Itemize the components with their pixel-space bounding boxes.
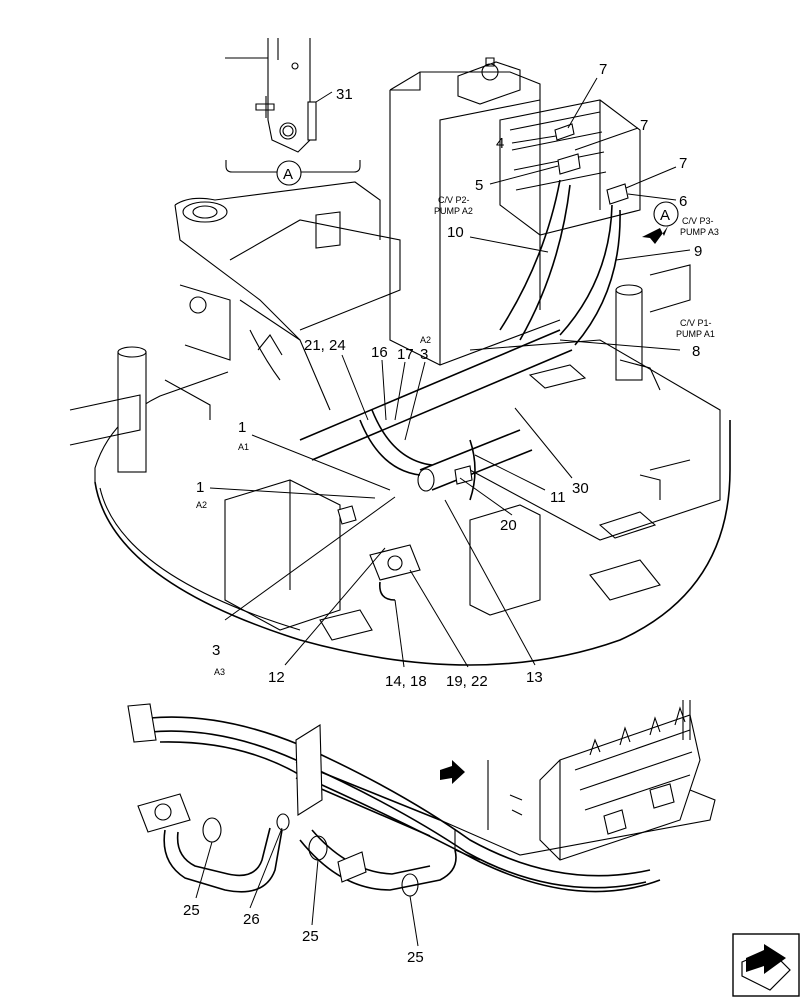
label-a3: A3	[214, 667, 225, 677]
callout-7-c: 7	[679, 155, 687, 172]
label-cvp1-line1: C/V P1-	[680, 318, 712, 328]
label-cvp1-line2: PUMP A1	[676, 329, 715, 339]
callout-1-b: 1	[196, 479, 204, 496]
callout-14-18: 14, 18	[385, 673, 427, 690]
callout-8: 8	[692, 343, 700, 360]
detail-view-a: 31 A	[225, 38, 361, 186]
port-labels: C/V P2- PUMP A2 C/V P3- PUMP A3 C/V P1- …	[196, 195, 719, 677]
callout-10: 10	[447, 224, 464, 241]
label-a2-left: A2	[196, 500, 207, 510]
label-a1: A1	[238, 442, 249, 452]
callout-21-24: 21, 24	[304, 337, 346, 354]
detail-callout-31: 31	[336, 86, 353, 103]
callout-19-22: 19, 22	[446, 673, 488, 690]
callout-1-a: 1	[238, 419, 246, 436]
next-page-arrow-icon[interactable]	[732, 933, 800, 997]
callout-16: 16	[371, 344, 388, 361]
callout-25-b: 25	[302, 928, 319, 945]
callout-labels: 7 7 7 4 5 6 10 9 8 21, 24 16 17 3 1 1 3 …	[183, 61, 702, 966]
upper-frame-assembly	[69, 57, 731, 666]
callout-20: 20	[500, 517, 517, 534]
callout-25-a: 25	[183, 902, 200, 919]
callout-6: 6	[679, 193, 687, 210]
callout-11: 11	[550, 489, 566, 506]
callout-7-a: 7	[599, 61, 607, 78]
callout-7-b: 7	[640, 117, 648, 134]
bottom-leader-lines	[195, 827, 419, 947]
callout-13: 13	[526, 669, 543, 686]
callout-3-b: 3	[212, 642, 220, 659]
label-a2-top: A2	[420, 335, 431, 345]
callout-17: 17	[397, 346, 414, 363]
callout-3-a: 3	[420, 346, 428, 363]
view-a-letter: A	[660, 207, 670, 224]
label-cvp3-line1: C/V P3-	[682, 216, 714, 226]
callout-12: 12	[268, 669, 285, 686]
label-cvp2-line2: PUMP A2	[434, 206, 473, 216]
callout-30: 30	[572, 480, 589, 497]
label-cvp2-line1: C/V P2-	[438, 195, 470, 205]
callout-26: 26	[243, 911, 260, 928]
callout-25-c: 25	[407, 949, 424, 966]
hose-assembly-view	[127, 700, 716, 897]
label-cvp3-line2: PUMP A3	[680, 227, 719, 237]
leader-lines	[209, 77, 691, 668]
callout-9: 9	[694, 243, 702, 260]
view-a-marker: A	[642, 201, 679, 244]
detail-view-letter: A	[283, 166, 293, 183]
callout-5: 5	[475, 177, 483, 194]
callout-4: 4	[496, 135, 504, 152]
